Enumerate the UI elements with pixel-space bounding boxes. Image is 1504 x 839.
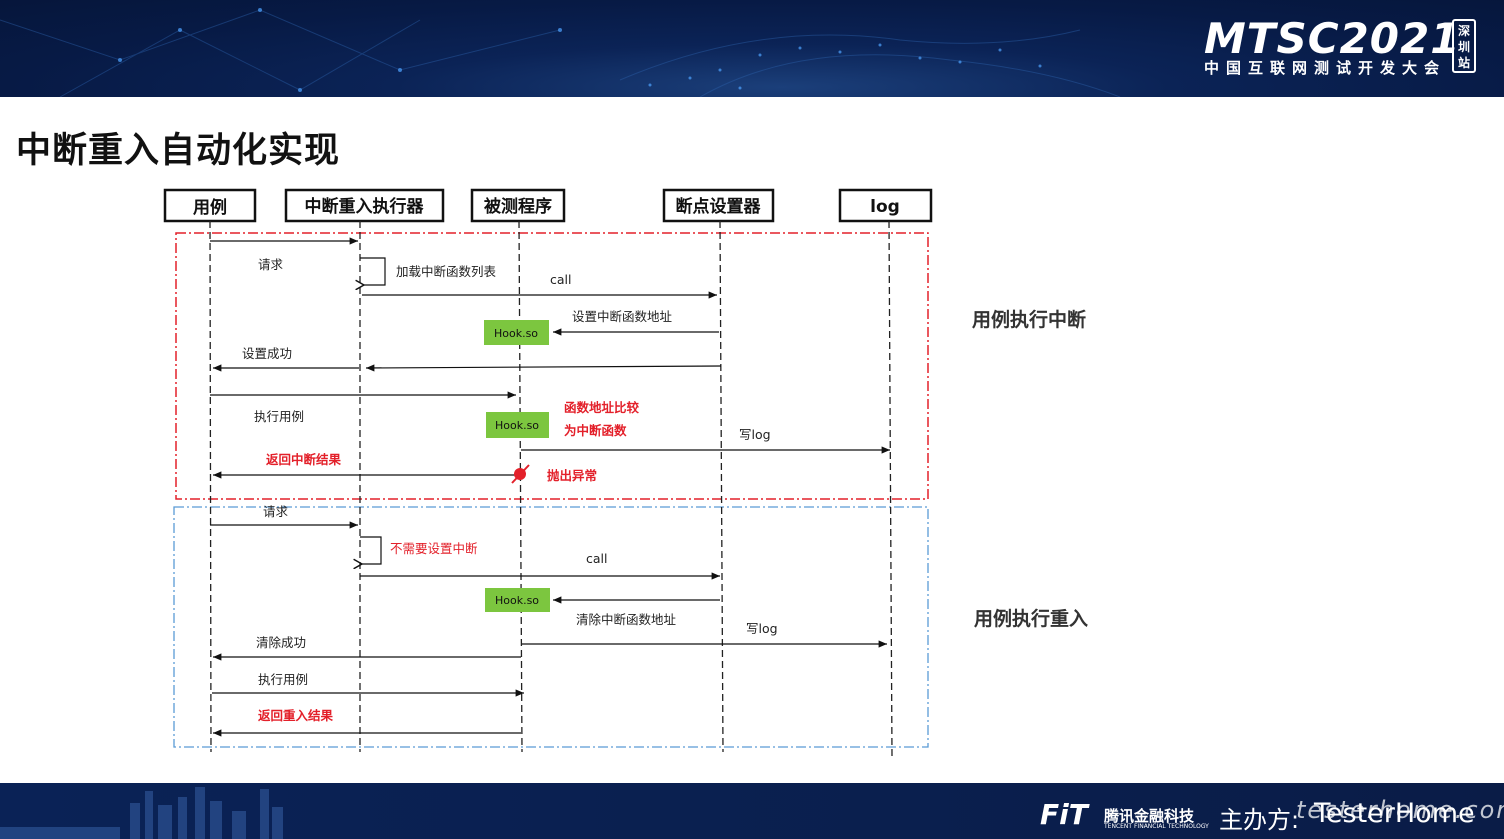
city-badge: 深圳站 — [1452, 19, 1476, 73]
network-pattern — [0, 8, 1121, 97]
lifeline-program — [518, 220, 523, 753]
section-label-reentry: 用例执行重入 — [974, 608, 1089, 630]
label-clear-ok: 清除成功 — [256, 635, 306, 650]
reentry-section-frame — [173, 506, 929, 748]
lifeline-log — [888, 220, 893, 757]
label-run-case: 执行用例 — [254, 409, 304, 424]
host-label: 主办方: — [1219, 806, 1300, 834]
label-return-interrupt: 返回中断结果 — [266, 452, 342, 467]
top-banner: MTSC2021 中国互联网测试开发大会 深圳站 — [0, 0, 1504, 97]
participant-executor: 中断重入执行器 — [305, 196, 425, 217]
label-call2: call — [586, 551, 607, 566]
label-set-addr: 设置中断函数地址 — [572, 309, 673, 324]
lifeline-breakpoint — [719, 220, 724, 753]
hook-box-1 — [484, 320, 549, 345]
testerhome-logo: TesterHome — [1314, 798, 1475, 829]
participant-case: 用例 — [193, 197, 227, 218]
hook-box-3 — [485, 588, 550, 612]
tencent-logo-text: 腾讯金融科技 — [1104, 807, 1195, 825]
participant-box-breakpoint — [662, 188, 775, 223]
lifelines — [209, 220, 893, 757]
label-write-log2: 写log — [746, 621, 778, 636]
hook-label-2: Hook.so — [495, 419, 539, 432]
fit-logo: FiT — [1040, 798, 1088, 831]
city-skyline — [0, 787, 283, 839]
participant-box-case — [163, 188, 257, 223]
label-load-list: 加载中断函数列表 — [396, 264, 497, 279]
msg-no-interrupt-self-arrow — [360, 536, 382, 564]
interrupt-section-frame — [175, 232, 929, 500]
participant-box-program — [470, 188, 566, 223]
hook-box-2 — [486, 412, 549, 438]
participant-boxes — [163, 188, 933, 223]
label-call: call — [550, 272, 571, 287]
participant-log: log — [870, 197, 900, 217]
label-write-log: 写log — [739, 427, 771, 442]
exception-marker — [511, 464, 530, 484]
brand-subtitle: 中国互联网测试开发大会 — [1204, 59, 1447, 77]
watermark: testerhome.com — [1296, 796, 1504, 824]
participant-box-log — [838, 188, 933, 223]
msg-load-self-arrow — [360, 257, 386, 285]
label-set-ok: 设置成功 — [242, 346, 292, 361]
lifeline-case — [209, 220, 212, 753]
hook-label-1: Hook.so — [494, 327, 538, 340]
tencent-logo-subtext: TENCENT FINANCIAL TECHNOLOGY — [1104, 823, 1209, 830]
label-compare-1: 函数地址比较 — [564, 400, 640, 415]
participant-box-executor — [284, 188, 445, 223]
hook-label-3: Hook.so — [495, 594, 539, 607]
label-return-reentry: 返回重入结果 — [258, 708, 334, 723]
msg-set-ok-arrow-1 — [365, 364, 722, 372]
brand-logo: MTSC2021 — [1204, 14, 1461, 63]
label-request2: 请求 — [263, 504, 289, 519]
footer-banner — [0, 783, 1504, 839]
label-request: 请求 — [258, 257, 284, 272]
page-title: 中断重入自动化实现 — [16, 131, 341, 171]
label-compare-2: 为中断函数 — [564, 423, 627, 438]
section-label-interrupt: 用例执行中断 — [972, 309, 1087, 331]
label-no-interrupt: 不需要设置中断 — [390, 541, 478, 556]
label-clear-addr: 清除中断函数地址 — [576, 612, 677, 627]
label-run-case2: 执行用例 — [258, 672, 308, 687]
label-throw: 抛出异常 — [547, 468, 597, 483]
participant-program: 被测程序 — [484, 196, 552, 217]
participant-breakpoint: 断点设置器 — [676, 196, 762, 217]
